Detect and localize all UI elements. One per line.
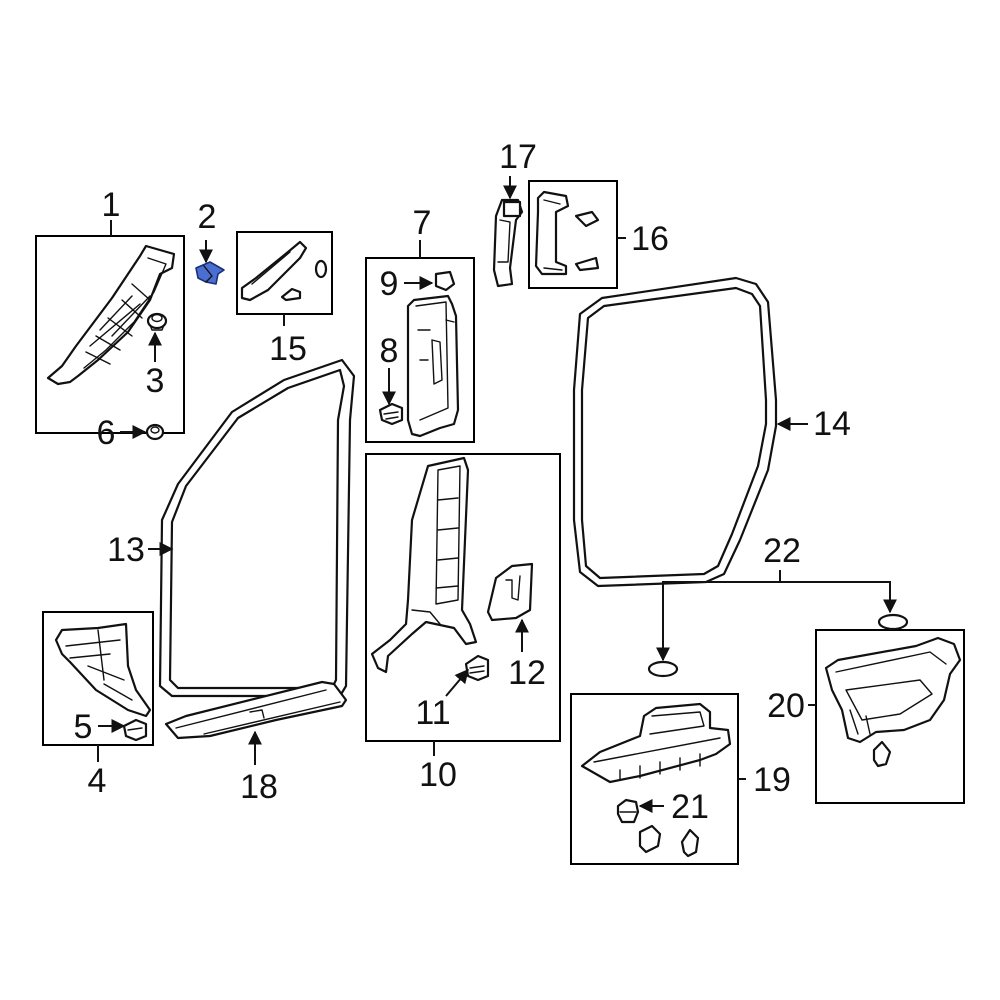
cap-22-right-part [877,613,909,631]
callout-1: 1 [102,186,121,224]
callout-14: 14 [813,405,851,443]
b-pillar-lower-garnish-part [370,456,478,674]
cover-12-part [486,562,534,622]
callout-20: 20 [767,687,805,725]
callout-4: 4 [88,762,107,800]
group-box-16 [528,180,618,289]
clip-20a-part [872,740,892,768]
callout-7: 7 [413,204,432,242]
callout-15: 15 [269,330,307,368]
callout-5: 5 [74,708,93,746]
callout-22: 22 [763,532,801,570]
highlighted-clip-2-part [195,261,225,285]
clip-8-part [378,402,404,426]
clip-21-part [616,798,640,824]
callout-8: 8 [380,332,399,370]
clip-6-part [145,423,165,441]
callout-18: 18 [240,768,278,806]
assist-grip-16-part [534,190,600,276]
callout-21: 21 [671,788,709,826]
callout-6: 6 [97,414,116,452]
bracket-17-part [492,198,524,288]
group-box-20 [815,629,965,804]
a-pillar-garnish-part [46,244,176,386]
callout-16: 16 [631,220,669,258]
callout-13: 13 [107,531,145,569]
b-pillar-upper-garnish-part [406,270,460,438]
callout-12: 12 [508,654,546,692]
clip-3-part [146,312,168,331]
cap-22-left-part [647,660,679,678]
clip-11-part [464,654,490,682]
leader-11 [445,668,469,697]
callout-11: 11 [415,694,450,732]
callout-19: 19 [753,761,791,799]
callout-2: 2 [198,198,217,236]
clip-19a-part [638,824,662,854]
callout-17: 17 [499,138,537,176]
clip-5-part [122,718,148,742]
assist-grip-part [240,240,328,302]
kick-panel-part [54,622,152,718]
callout-9: 9 [380,265,399,303]
callout-3: 3 [146,362,165,400]
front-door-weatherstrip-part [158,358,356,698]
callout-10: 10 [419,756,457,794]
rear-scuff-plate-part [580,702,732,784]
leader-22 [662,581,897,658]
scuff-plate-part [164,680,348,740]
clip-19b-part [680,828,700,858]
rear-side-trim-part [824,636,962,744]
rear-door-weatherstrip-part [572,276,778,588]
group-box-10 [365,453,561,742]
